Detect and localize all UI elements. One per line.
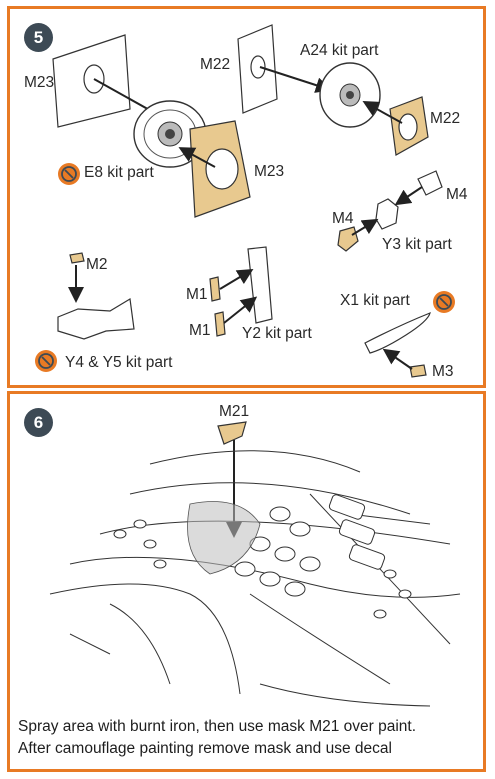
- right-wheel-group: [237, 24, 429, 156]
- label-m3: M3: [432, 363, 454, 380]
- label-y2: Y2 kit part: [242, 325, 312, 342]
- caption-line-2: After camouflage painting remove mask an…: [18, 740, 392, 757]
- y3-group: [337, 170, 443, 252]
- label-y3: Y3 kit part: [382, 236, 452, 253]
- fuselage-outline: [49, 450, 461, 707]
- remove-part-icon: [58, 163, 80, 185]
- label-m4-left: M4: [332, 210, 354, 227]
- step-6-illustration: [49, 421, 461, 707]
- label-m23-right: M23: [254, 163, 285, 180]
- left-wheel-group: [52, 34, 251, 218]
- label-m22-right: M22: [430, 110, 461, 127]
- remove-part-icon-y4: [35, 350, 57, 372]
- y2-group: [209, 246, 273, 337]
- label-m1-top: M1: [186, 286, 208, 303]
- y4y5-group: [35, 252, 135, 372]
- remove-part-icon-x1: [433, 291, 455, 313]
- label-m23-left: M23: [24, 74, 55, 91]
- label-e8: E8 kit part: [84, 164, 154, 181]
- step-6-badge: 6: [24, 408, 53, 437]
- label-m22-top: M22: [200, 56, 231, 73]
- caption-line-1: Spray area with burnt iron, then use mas…: [18, 718, 417, 735]
- step-5-badge: 5: [24, 23, 53, 52]
- step-6-panel: 6: [7, 391, 486, 772]
- step-5-panel: 5: [7, 6, 486, 388]
- access-panels: [113, 494, 412, 619]
- label-a24: A24 kit part: [300, 42, 379, 59]
- x1-group: [364, 291, 455, 378]
- label-x1: X1 kit part: [340, 292, 410, 309]
- label-y4y5: Y4 & Y5 kit part: [65, 354, 173, 371]
- m21-mask-part: [217, 421, 247, 445]
- label-m2: M2: [86, 256, 108, 273]
- sprayed-area: [187, 501, 261, 575]
- label-m4-right: M4: [446, 186, 468, 203]
- label-m1-bottom: M1: [189, 322, 211, 339]
- step-5-illustration: [35, 24, 455, 378]
- label-m21: M21: [219, 403, 250, 420]
